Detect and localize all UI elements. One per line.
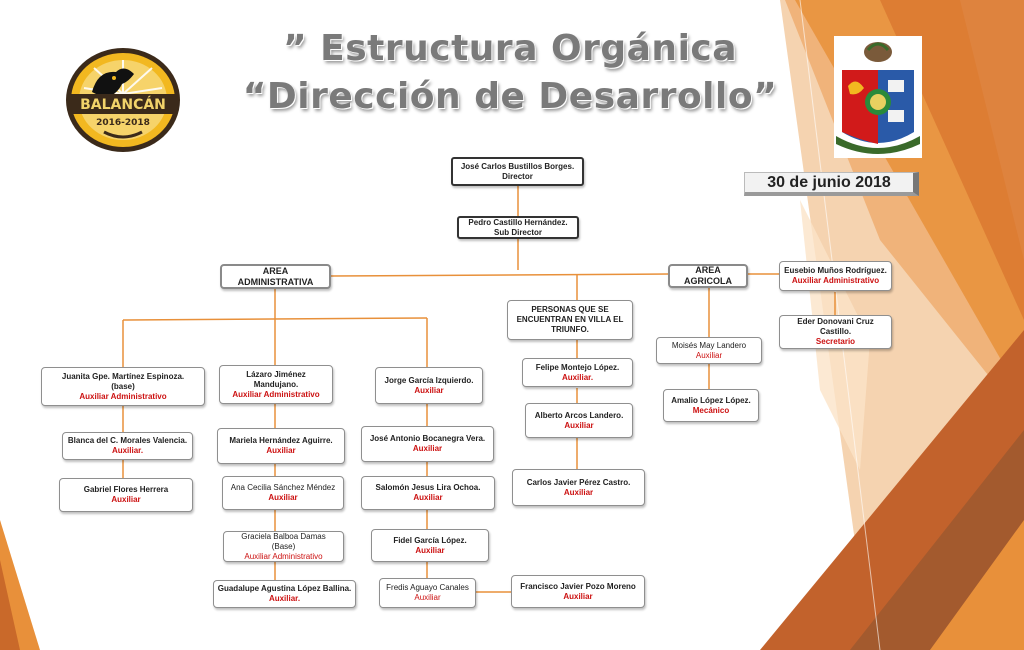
carlos-name: Carlos Javier Pérez Castro. xyxy=(526,477,631,487)
francisco-role: Auxiliar xyxy=(563,591,593,601)
area-agricola-box: AREA AGRICOLA xyxy=(668,264,748,288)
tabasco-crest xyxy=(834,36,922,158)
title-line-1: ” Estructura Orgánica xyxy=(282,28,738,69)
fredis-role: Auxiliar xyxy=(414,593,441,602)
guadalupe-box: Guadalupe Agustina López Ballina. Auxili… xyxy=(213,580,356,608)
moises-name: Moisés May Landero xyxy=(671,340,747,350)
jorge-name: Jorge García Izquierdo. xyxy=(384,375,474,385)
mariela-name: Mariela Hernández Aguirre. xyxy=(229,436,333,445)
carlos-role: Auxiliar xyxy=(563,487,594,497)
director-name: José Carlos Bustillos Borges. xyxy=(460,161,575,171)
fredis-name: Fredis Aguayo Canales xyxy=(386,583,469,592)
francisco-name: Francisco Javier Pozo Moreno xyxy=(520,581,636,591)
jose-antonio-role: Auxiliar xyxy=(412,444,443,453)
alberto-role: Auxiliar xyxy=(564,420,594,430)
juanita-name: Juanita Gpe. Martínez Espinoza. xyxy=(61,371,185,381)
felipe-box: Felipe Montejo López. Auxiliar. xyxy=(522,358,633,387)
jose-antonio-name: José Antonio Bocanegra Vera. xyxy=(369,434,486,443)
amalio-box: Amalio López López. Mecánico xyxy=(663,389,759,422)
salomon-box: Salomón Jesus Lira Ochoa. Auxiliar xyxy=(361,476,495,510)
director-role: Director xyxy=(502,171,533,181)
lazaro-role: Auxiliar Administrativo xyxy=(232,389,320,399)
gabriel-role: Auxiliar xyxy=(111,495,141,504)
juanita-box: Juanita Gpe. Martínez Espinoza. (base) A… xyxy=(41,367,205,406)
subdirector-name: Pedro Castillo Hernández. xyxy=(468,217,568,227)
personas-box: PERSONAS QUE SE ENCUENTRAN EN VILLA EL T… xyxy=(507,300,633,340)
ana-name: Ana Cecilia Sánchez Méndez xyxy=(230,483,336,492)
eder-role: Secretario xyxy=(815,337,856,346)
subdirector-role: Sub Director xyxy=(493,227,542,237)
logo-years: 2016-2018 xyxy=(96,118,150,128)
fidel-box: Fidel García López. Auxiliar xyxy=(371,529,489,562)
graciela-name: Graciela Balboa Damas xyxy=(241,531,326,541)
director-box: José Carlos Bustillos Borges. Director xyxy=(451,157,584,186)
fidel-role: Auxiliar xyxy=(415,545,445,555)
subdirector-box: Pedro Castillo Hernández. Sub Director xyxy=(457,216,579,239)
blanca-box: Blanca del C. Morales Valencia. Auxiliar… xyxy=(62,432,193,460)
alberto-name: Alberto Arcos Landero. xyxy=(534,410,624,420)
graciela-extra: (Base) xyxy=(271,541,296,551)
title-line-2: “Dirección de Desarrollo” xyxy=(242,76,778,117)
fredis-box: Fredis Aguayo Canales Auxiliar xyxy=(379,578,476,608)
carlos-box: Carlos Javier Pérez Castro. Auxiliar xyxy=(512,469,645,506)
amalio-role: Mecánico xyxy=(692,405,730,415)
jorge-box: Jorge García Izquierdo. Auxiliar xyxy=(375,367,483,404)
felipe-role: Auxiliar. xyxy=(561,372,594,382)
salomon-name: Salomón Jesus Lira Ochoa. xyxy=(375,483,481,492)
moises-box: Moisés May Landero Auxiliar xyxy=(656,337,762,364)
juanita-extra: (base) xyxy=(111,381,135,391)
personas-label: PERSONAS QUE SE ENCUENTRAN EN VILLA EL T… xyxy=(516,305,624,334)
mariela-box: Mariela Hernández Aguirre. Auxiliar xyxy=(217,428,345,464)
fidel-name: Fidel García López. xyxy=(393,535,467,545)
graciela-box: Graciela Balboa Damas (Base) Auxiliar Ad… xyxy=(223,531,344,562)
eusebio-role: Auxiliar Administrativo xyxy=(791,276,880,285)
gabriel-box: Gabriel Flores Herrera Auxiliar xyxy=(59,478,193,512)
eder-name: Eder Donovani Cruz Castillo. xyxy=(797,317,874,336)
gabriel-name: Gabriel Flores Herrera xyxy=(83,485,169,494)
area-agricola-label: AREA AGRICOLA xyxy=(684,265,732,286)
moises-role: Auxiliar xyxy=(695,350,723,360)
mariela-role: Auxiliar xyxy=(266,446,296,455)
eder-box: Eder Donovani Cruz Castillo. Secretario xyxy=(779,315,892,349)
lazaro-name: Lázaro Jiménez Mandujano. xyxy=(246,369,306,389)
felipe-name: Felipe Montejo López. xyxy=(535,362,620,372)
alberto-box: Alberto Arcos Landero. Auxiliar xyxy=(525,403,633,438)
area-administrativa-box: AREA ADMINISTRATIVA xyxy=(220,264,331,289)
guadalupe-role: Auxiliar. xyxy=(268,594,301,603)
blanca-role: Auxiliar. xyxy=(111,446,144,455)
eusebio-box: Eusebio Muños Rodríguez. Auxiliar Admini… xyxy=(779,261,892,291)
francisco-box: Francisco Javier Pozo Moreno Auxiliar xyxy=(511,575,645,608)
amalio-name: Amalio López López. xyxy=(671,395,751,405)
balancan-logo: BALANCÁN 2016-2018 xyxy=(66,48,180,152)
salomon-role: Auxiliar xyxy=(413,493,443,502)
juanita-role: Auxiliar Administrativo xyxy=(79,391,167,401)
blanca-name: Blanca del C. Morales Valencia. xyxy=(67,436,188,445)
area-administrativa-label: AREA ADMINISTRATIVA xyxy=(237,265,314,287)
jorge-role: Auxiliar xyxy=(414,385,444,395)
eusebio-name: Eusebio Muños Rodríguez. xyxy=(784,266,887,275)
lazaro-box: Lázaro Jiménez Mandujano. Auxiliar Admin… xyxy=(219,365,333,404)
date-badge: 30 de junio 2018 xyxy=(744,172,919,196)
jose-antonio-box: José Antonio Bocanegra Vera. Auxiliar xyxy=(361,426,494,462)
guadalupe-name: Guadalupe Agustina López Ballina. xyxy=(217,584,352,593)
graciela-role: Auxiliar Administrativo xyxy=(244,551,323,561)
logo-text: BALANCÁN xyxy=(80,96,166,113)
ana-role: Auxiliar xyxy=(268,493,298,502)
ana-box: Ana Cecilia Sánchez Méndez Auxiliar xyxy=(222,476,344,510)
